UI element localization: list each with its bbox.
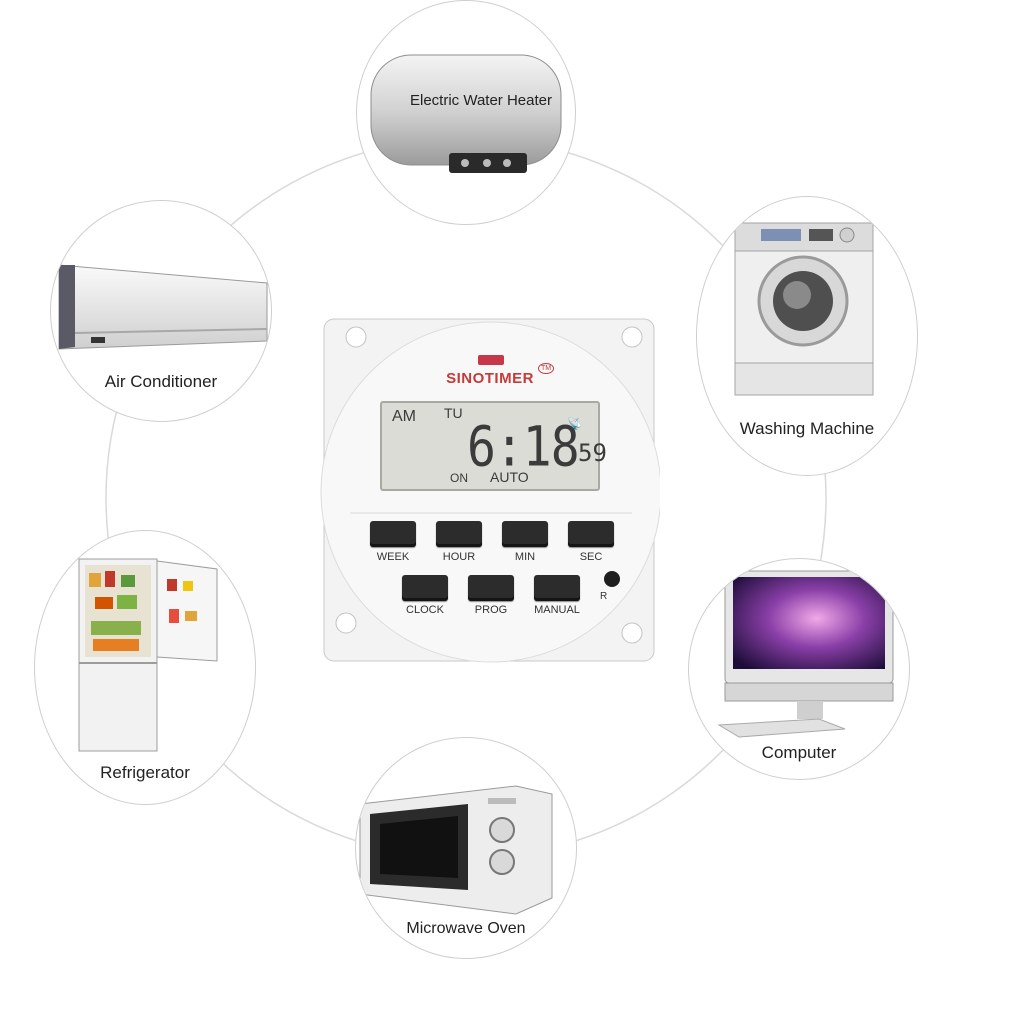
water-heater-icon <box>370 54 562 173</box>
prog-label: PROG <box>474 604 508 616</box>
week-button[interactable] <box>370 521 416 547</box>
clock-button[interactable] <box>402 575 448 601</box>
microwave-icon <box>359 785 553 915</box>
air-conditioner-label: Air Conditioner <box>104 372 218 391</box>
sec-button[interactable] <box>568 521 614 547</box>
microwave-circle: Microwave Oven <box>355 737 577 959</box>
refrigerator-icon <box>78 558 218 752</box>
clock-label: CLOCK <box>406 604 444 616</box>
lcd-seconds: 59 <box>578 439 607 467</box>
week-label: WEEK <box>376 551 410 563</box>
microwave-label: Microwave Oven <box>406 920 526 937</box>
air-conditioner-circle: Air Conditioner <box>50 200 272 422</box>
lcd-period: AM <box>392 408 416 425</box>
lcd-time: 6:18 <box>467 415 580 480</box>
signal-icon: 📡 <box>567 417 582 431</box>
timer-brand: SINOTIMER <box>446 370 534 387</box>
lcd-mode: AUTO <box>490 469 529 485</box>
computer-icon <box>717 570 894 738</box>
reset-label: R <box>600 591 608 602</box>
computer-label: Computer <box>761 743 837 762</box>
water-heater-label: Electric Water Heater <box>410 92 552 109</box>
manual-button[interactable] <box>534 575 580 601</box>
min-label: MIN <box>514 551 536 563</box>
mount-hole-icon <box>621 622 643 644</box>
washing-machine-circle: Washing Machine <box>696 196 918 476</box>
lcd-state: ON <box>450 471 468 485</box>
refrigerator-circle: Refrigerator <box>34 530 256 805</box>
mount-hole-icon <box>345 326 367 348</box>
computer-circle: Computer <box>688 558 910 780</box>
mount-hole-icon <box>335 612 357 634</box>
mount-hole-icon <box>621 326 643 348</box>
prog-button[interactable] <box>468 575 514 601</box>
reset-button[interactable] <box>604 571 620 587</box>
manual-label: MANUAL <box>534 604 580 616</box>
lcd-day: TU <box>444 405 463 421</box>
lcd-display: AM TU 📡 6:18 59 ON AUTO <box>380 401 607 491</box>
washing-machine-icon <box>734 222 874 396</box>
trademark-mark: TM <box>538 363 555 374</box>
water-heater-circle: Electric Water Heater <box>356 0 576 225</box>
refrigerator-label: Refrigerator <box>100 763 190 782</box>
sec-label: SEC <box>579 551 603 563</box>
timer-switch: SINOTIMER TM AM TU 📡 6:18 59 ON AUTO WEE… <box>320 315 660 665</box>
air-conditioner-icon <box>58 264 268 350</box>
hour-button[interactable] <box>436 521 482 547</box>
min-button[interactable] <box>502 521 548 547</box>
hour-label: HOUR <box>442 551 476 563</box>
indicator-led-icon <box>478 355 504 365</box>
washing-machine-label: Washing Machine <box>739 419 875 438</box>
